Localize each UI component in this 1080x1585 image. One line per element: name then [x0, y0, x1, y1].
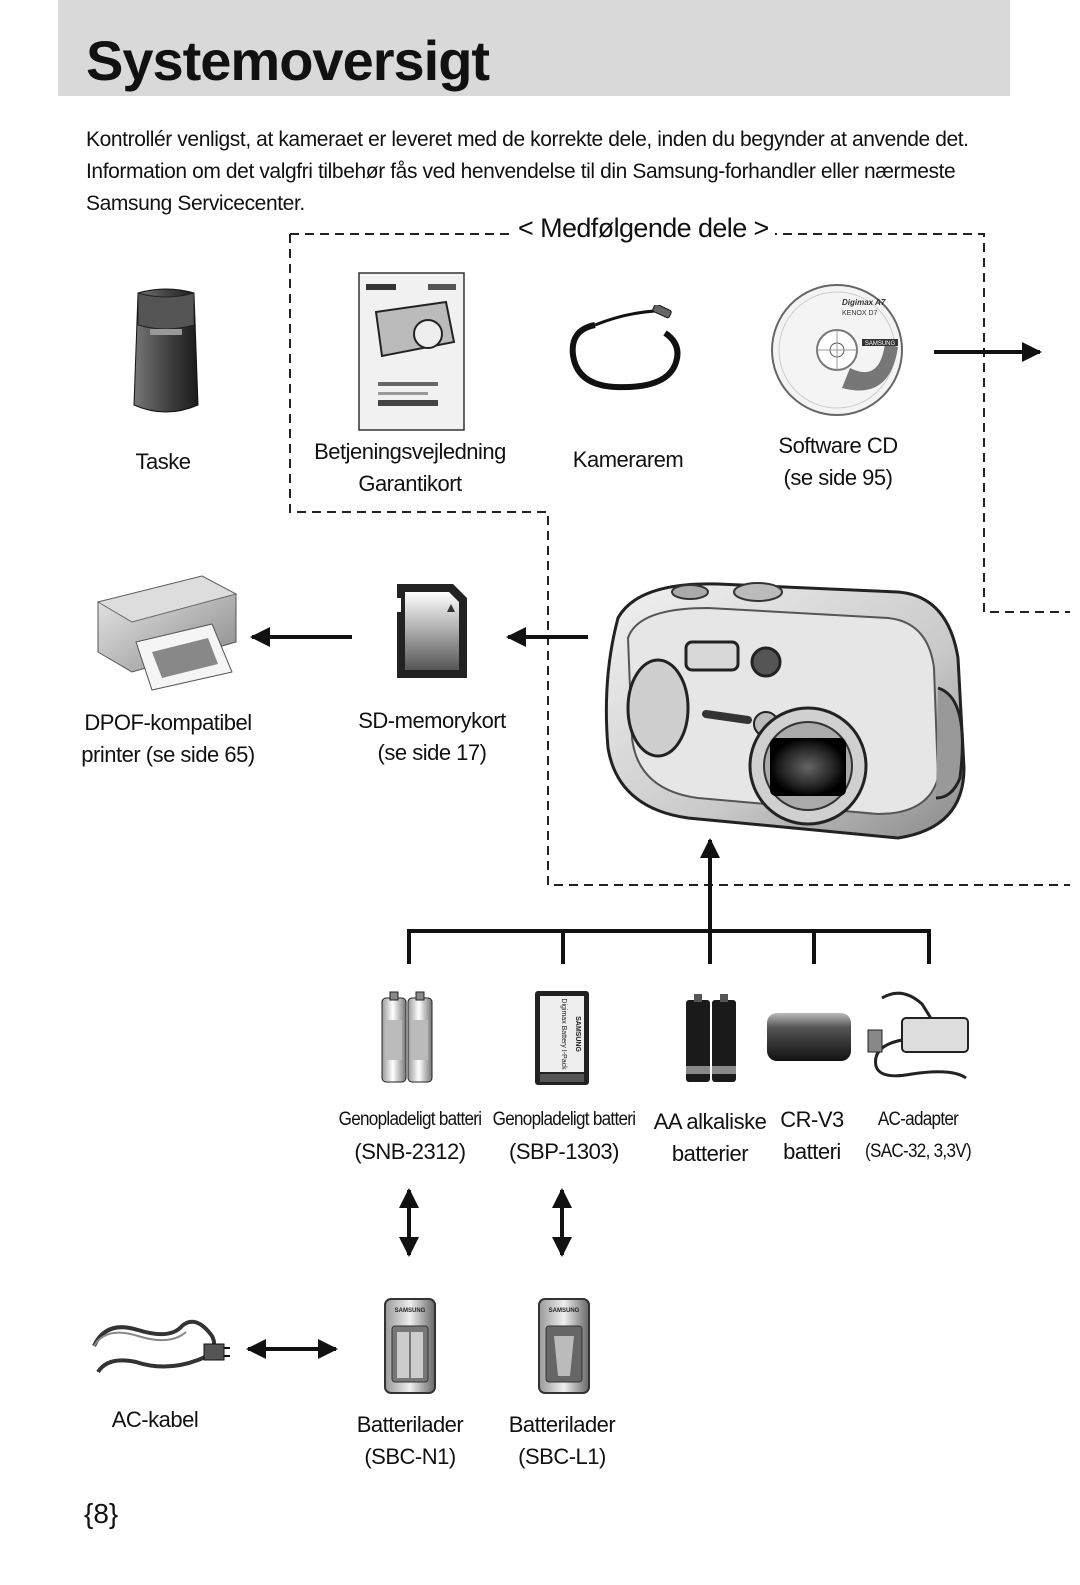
aa-alkaline-battery-icon	[686, 994, 736, 1082]
cd-icon: SAMSUNG Digimax A7 KENOX D7	[771, 284, 903, 416]
sbp-1303-desc: Genopladeligt batteri	[492, 1109, 636, 1130]
svg-text:Digimax Battery I-Pack: Digimax Battery I-Pack	[560, 998, 567, 1070]
included-parts-title: < Medfølgende dele >	[512, 213, 775, 244]
svg-text:Digimax A7: Digimax A7	[842, 298, 886, 307]
snb-2312-model: (SNB-2312)	[354, 1139, 466, 1164]
svg-text:SAMSUNG: SAMSUNG	[549, 1308, 580, 1314]
cr-v3-label: CR-V3	[780, 1107, 844, 1132]
page-number: {8}	[84, 1498, 119, 1529]
printer-icon	[96, 575, 238, 691]
charger-sbc-n1-icon: SAMSUNG	[384, 1298, 436, 1394]
aa-alkaline-label: AA alkaliske	[653, 1109, 767, 1134]
sbc-n1-label: Batterilader	[356, 1412, 464, 1437]
header-band	[58, 0, 1010, 96]
cd-label: Software CD	[778, 433, 898, 458]
ac-adapter-model: (SAC-32, 3,3V)	[865, 1141, 972, 1162]
aa-alkaline-label-2: batterier	[671, 1141, 749, 1166]
case-icon	[133, 288, 199, 413]
sd-label: SD-memorykort	[358, 708, 506, 733]
svg-text:SAMSUNG: SAMSUNG	[865, 341, 896, 347]
ac-cable-icon	[92, 1319, 230, 1374]
snb-2312-desc: Genopladeligt batteri	[338, 1109, 482, 1130]
manual-label: Betjeningsvejledning	[314, 439, 506, 464]
cr-v3-label-2: batteri	[783, 1139, 841, 1164]
cr-v3-battery-icon	[767, 1013, 851, 1061]
sd-card-icon	[397, 584, 467, 678]
camera-icon	[604, 582, 966, 840]
printer-page-ref: printer (se side 65)	[81, 742, 255, 767]
svg-text:KENOX D7: KENOX D7	[842, 310, 878, 317]
included-dashed-box	[289, 233, 1070, 886]
ac-adapter-icon	[867, 991, 969, 1080]
sbc-l1-model: (SBC-L1)	[518, 1444, 606, 1469]
intro-paragraph: Kontrollér venligst, at kameraet er leve…	[86, 128, 969, 215]
ac-adapter-label: AC-adapter	[877, 1109, 959, 1130]
strap-label: Kamerarem	[572, 447, 684, 472]
printer-label: DPOF-kompatibel	[84, 710, 252, 735]
charger-sbc-l1-icon: SAMSUNG	[538, 1298, 590, 1394]
page-title: Systemoversigt	[86, 29, 490, 92]
sbc-n1-model: (SBC-N1)	[364, 1444, 456, 1469]
sd-page-ref: (se side 17)	[377, 740, 487, 765]
case-label: Taske	[135, 449, 191, 474]
sbc-l1-label: Batterilader	[508, 1412, 616, 1437]
warranty-label: Garantikort	[358, 471, 462, 496]
aa-rechargeable-battery-icon	[381, 991, 433, 1083]
power-bracket	[407, 929, 931, 964]
sbp-1303-model: (SBP-1303)	[509, 1139, 619, 1164]
strap-icon	[569, 305, 681, 391]
cd-page-ref: (se side 95)	[783, 465, 893, 490]
ac-cable-label: AC-kabel	[111, 1407, 199, 1432]
svg-text:SAMSUNG: SAMSUNG	[574, 1016, 581, 1052]
svg-text:SAMSUNG: SAMSUNG	[395, 1308, 426, 1314]
manual-icon	[358, 272, 465, 431]
battery-pack-icon: Digimax Battery I-Pack SAMSUNG	[535, 991, 589, 1085]
